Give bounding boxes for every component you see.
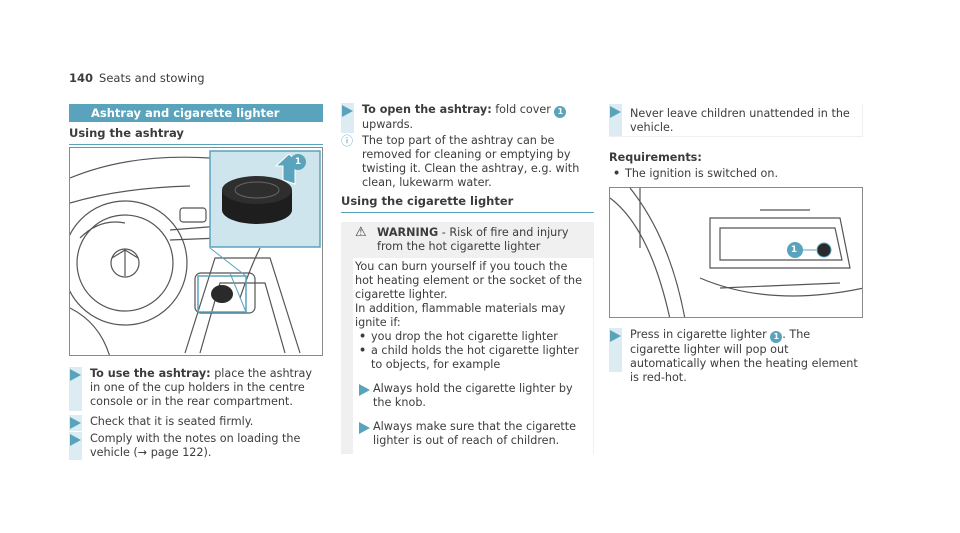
step-arrow-icon xyxy=(70,417,81,429)
ashtray-illustration xyxy=(70,150,321,355)
warning-paragraph: In addition, flammable materials may ign… xyxy=(355,302,566,329)
step-bold-label: To use the ashtray: xyxy=(90,367,211,380)
step-arrow-icon xyxy=(359,422,370,434)
info-icon: ⓘ xyxy=(341,134,354,148)
step-arrow-icon xyxy=(610,330,621,342)
step-press-lighter: Press in cigarette lighter 1. The cigare… xyxy=(609,328,863,385)
step-bold-label: To open the ashtray: xyxy=(362,103,492,116)
step-arrow-icon xyxy=(610,106,621,118)
step-text: Comply with the notes on loading the veh… xyxy=(90,432,301,459)
ashtray-figure xyxy=(69,147,323,356)
step-text: upwards. xyxy=(362,118,414,131)
step-text: place the ashtray in one of the cup hold… xyxy=(90,367,313,408)
step-arrow-icon xyxy=(342,105,353,117)
warning-label: WARNING xyxy=(377,226,439,239)
step-text: Press in cigarette lighter xyxy=(630,328,771,341)
step-arrow-icon xyxy=(70,369,81,381)
figure1-callout: 1 xyxy=(294,157,302,167)
step-never-leave-children: Never leave children unattended in the v… xyxy=(609,104,863,137)
callout-marker: 1 xyxy=(554,106,567,118)
step-arrow-icon xyxy=(70,434,81,446)
warning-bullet: •a child holds the hot cigarette lighter… xyxy=(359,344,579,371)
subheading-cigarette-lighter: Using the cigarette lighter xyxy=(341,194,594,213)
requirement-item: •The ignition is switched on. xyxy=(613,167,778,180)
warning-step: Always make sure that the cigarette ligh… xyxy=(355,420,587,448)
section-title: Ashtray and cigarette lighter xyxy=(69,104,323,122)
cigarette-lighter-illustration xyxy=(610,188,862,317)
callout-marker: 1 xyxy=(770,331,783,343)
step-text: Check that it is seated firmly. xyxy=(90,415,254,428)
figure1-callout-circle xyxy=(290,154,306,170)
step-text: . The cigarette lighter will pop out aut… xyxy=(630,328,858,384)
step-open-ashtray: To open the ashtray: fold cover 1 upward… xyxy=(341,103,594,133)
cigarette-lighter-figure xyxy=(609,187,863,318)
warning-triangle-icon: ⚠ xyxy=(355,225,367,240)
step-text: Never leave children unattended in the v… xyxy=(630,107,850,134)
note-text: The top part of the ashtray can be remov… xyxy=(362,134,580,189)
chapter-title: Seats and stowing xyxy=(99,71,205,85)
figure2-callout: 1 xyxy=(790,245,798,255)
step-use-ashtray: To use the ashtray: place the ashtray in… xyxy=(69,367,323,411)
step-comply-notes: Comply with the notes on loading the veh… xyxy=(69,432,323,460)
warning-paragraph: You can burn yourself if you touch the h… xyxy=(355,260,582,301)
page-number: 140 xyxy=(69,71,94,85)
warning-header: ⚠ WARNING - Risk of fire and injury from… xyxy=(353,222,593,258)
requirements-label: Requirements: xyxy=(609,151,702,164)
warning-title: - Risk of fire and injury from the hot c… xyxy=(377,226,569,253)
page-header: 140 Seats and stowing xyxy=(69,71,205,85)
step-check-seated: Check that it is seated firmly. xyxy=(69,415,323,431)
warning-body: You can burn yourself if you touch the h… xyxy=(353,258,593,448)
warning-box: ⚠ WARNING - Risk of fire and injury from… xyxy=(341,222,594,454)
step-arrow-icon xyxy=(359,384,370,396)
subheading-ashtray: Using the ashtray xyxy=(69,126,323,145)
step-text: fold cover xyxy=(491,103,555,116)
figure2-callout-circle xyxy=(787,242,803,258)
info-note: ⓘ The top part of the ashtray can be rem… xyxy=(341,134,594,190)
warning-bullet: •you drop the hot cigarette lighter xyxy=(359,330,558,343)
warning-step: Always hold the cigarette lighter by the… xyxy=(355,382,587,410)
